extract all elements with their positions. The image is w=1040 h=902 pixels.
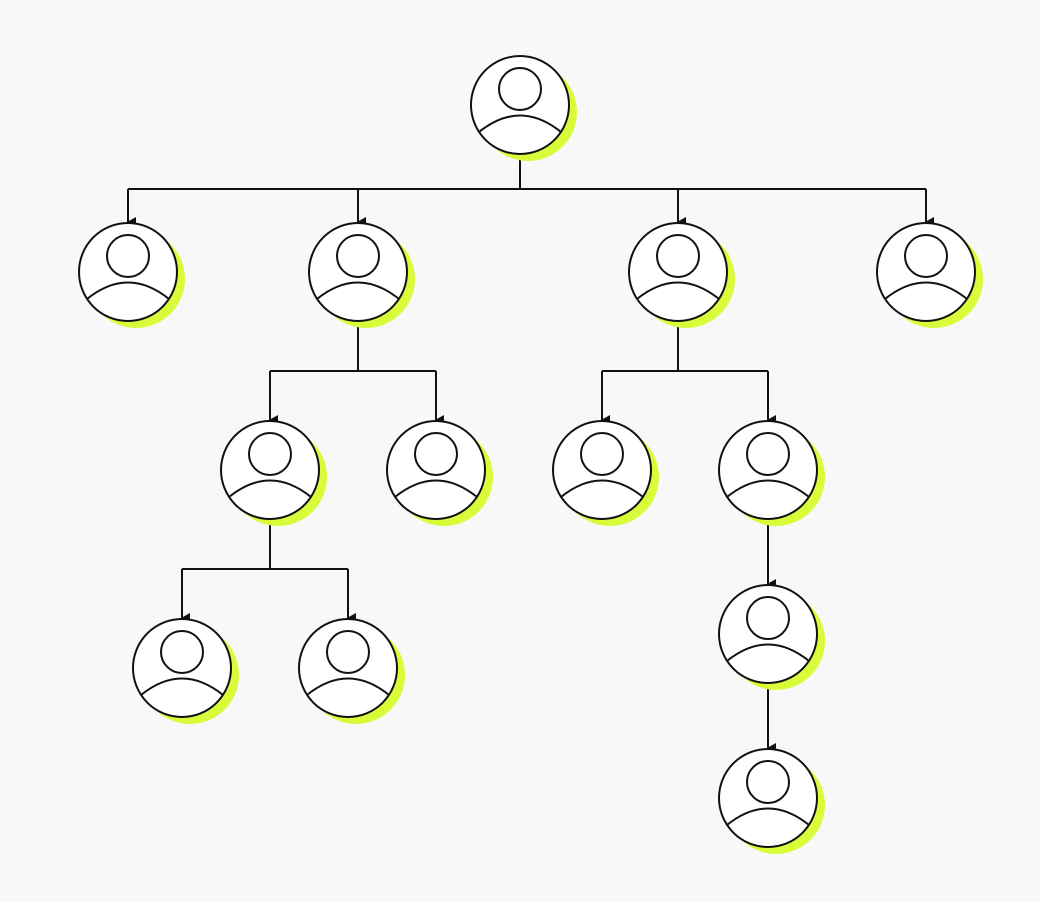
node-circle bbox=[718, 748, 818, 848]
connector-root bbox=[127, 154, 934, 227]
connector-b1 bbox=[181, 519, 356, 623]
node-circle bbox=[308, 222, 408, 322]
person-avatar-icon bbox=[140, 630, 224, 696]
person-avatar-icon bbox=[478, 67, 562, 133]
node-circle bbox=[132, 618, 232, 718]
avatar-shoulders bbox=[86, 281, 170, 300]
node-circle bbox=[552, 420, 652, 520]
person-avatar-icon bbox=[726, 432, 810, 498]
avatar-head bbox=[904, 234, 948, 278]
person-avatar-icon bbox=[228, 432, 312, 498]
avatar-shoulders bbox=[884, 281, 968, 300]
avatar-shoulders bbox=[560, 479, 644, 498]
person-node-d[interactable] bbox=[876, 222, 983, 328]
avatar-shoulders bbox=[394, 479, 478, 498]
avatar-head bbox=[580, 432, 624, 476]
node-circle bbox=[386, 420, 486, 520]
connector-b bbox=[269, 321, 444, 425]
person-avatar-icon bbox=[726, 596, 810, 662]
avatar-head bbox=[746, 760, 790, 804]
avatar-shoulders bbox=[726, 643, 810, 662]
avatar-head bbox=[248, 432, 292, 476]
avatar-head bbox=[160, 630, 204, 674]
node-circle bbox=[470, 55, 570, 155]
person-node-c2[interactable] bbox=[718, 420, 825, 526]
node-circle bbox=[78, 222, 178, 322]
avatar-shoulders bbox=[306, 677, 390, 696]
person-node-b1a[interactable] bbox=[132, 618, 239, 724]
person-avatar-icon bbox=[306, 630, 390, 696]
person-avatar-icon bbox=[884, 234, 968, 300]
person-avatar-icon bbox=[726, 760, 810, 826]
person-avatar-icon bbox=[560, 432, 644, 498]
avatar-head bbox=[746, 596, 790, 640]
avatar-shoulders bbox=[316, 281, 400, 300]
person-node-b[interactable] bbox=[308, 222, 415, 328]
avatar-head bbox=[498, 67, 542, 111]
person-node-b1[interactable] bbox=[220, 420, 327, 526]
avatar-head bbox=[106, 234, 150, 278]
node-circle bbox=[298, 618, 398, 718]
avatar-head bbox=[336, 234, 380, 278]
person-node-a[interactable] bbox=[78, 222, 185, 328]
avatar-shoulders bbox=[140, 677, 224, 696]
person-node-c2a[interactable] bbox=[718, 584, 825, 690]
person-avatar-icon bbox=[316, 234, 400, 300]
avatar-shoulders bbox=[726, 807, 810, 826]
node-circle bbox=[718, 584, 818, 684]
avatar-head bbox=[656, 234, 700, 278]
person-avatar-icon bbox=[636, 234, 720, 300]
person-node-c1[interactable] bbox=[552, 420, 659, 526]
person-nodes bbox=[78, 55, 983, 854]
avatar-head bbox=[746, 432, 790, 476]
avatar-head bbox=[414, 432, 458, 476]
avatar-shoulders bbox=[726, 479, 810, 498]
node-circle bbox=[718, 420, 818, 520]
node-circle bbox=[628, 222, 728, 322]
avatar-head bbox=[326, 630, 370, 674]
person-node-b1b[interactable] bbox=[298, 618, 405, 724]
person-node-c2a1[interactable] bbox=[718, 748, 825, 854]
connector-lines bbox=[127, 154, 934, 753]
person-node-root[interactable] bbox=[470, 55, 577, 161]
person-avatar-icon bbox=[394, 432, 478, 498]
avatar-shoulders bbox=[478, 114, 562, 133]
person-node-c[interactable] bbox=[628, 222, 735, 328]
person-node-b2[interactable] bbox=[386, 420, 493, 526]
person-avatar-icon bbox=[86, 234, 170, 300]
connector-c bbox=[601, 321, 776, 425]
node-circle bbox=[220, 420, 320, 520]
avatar-shoulders bbox=[228, 479, 312, 498]
node-circle bbox=[876, 222, 976, 322]
avatar-shoulders bbox=[636, 281, 720, 300]
